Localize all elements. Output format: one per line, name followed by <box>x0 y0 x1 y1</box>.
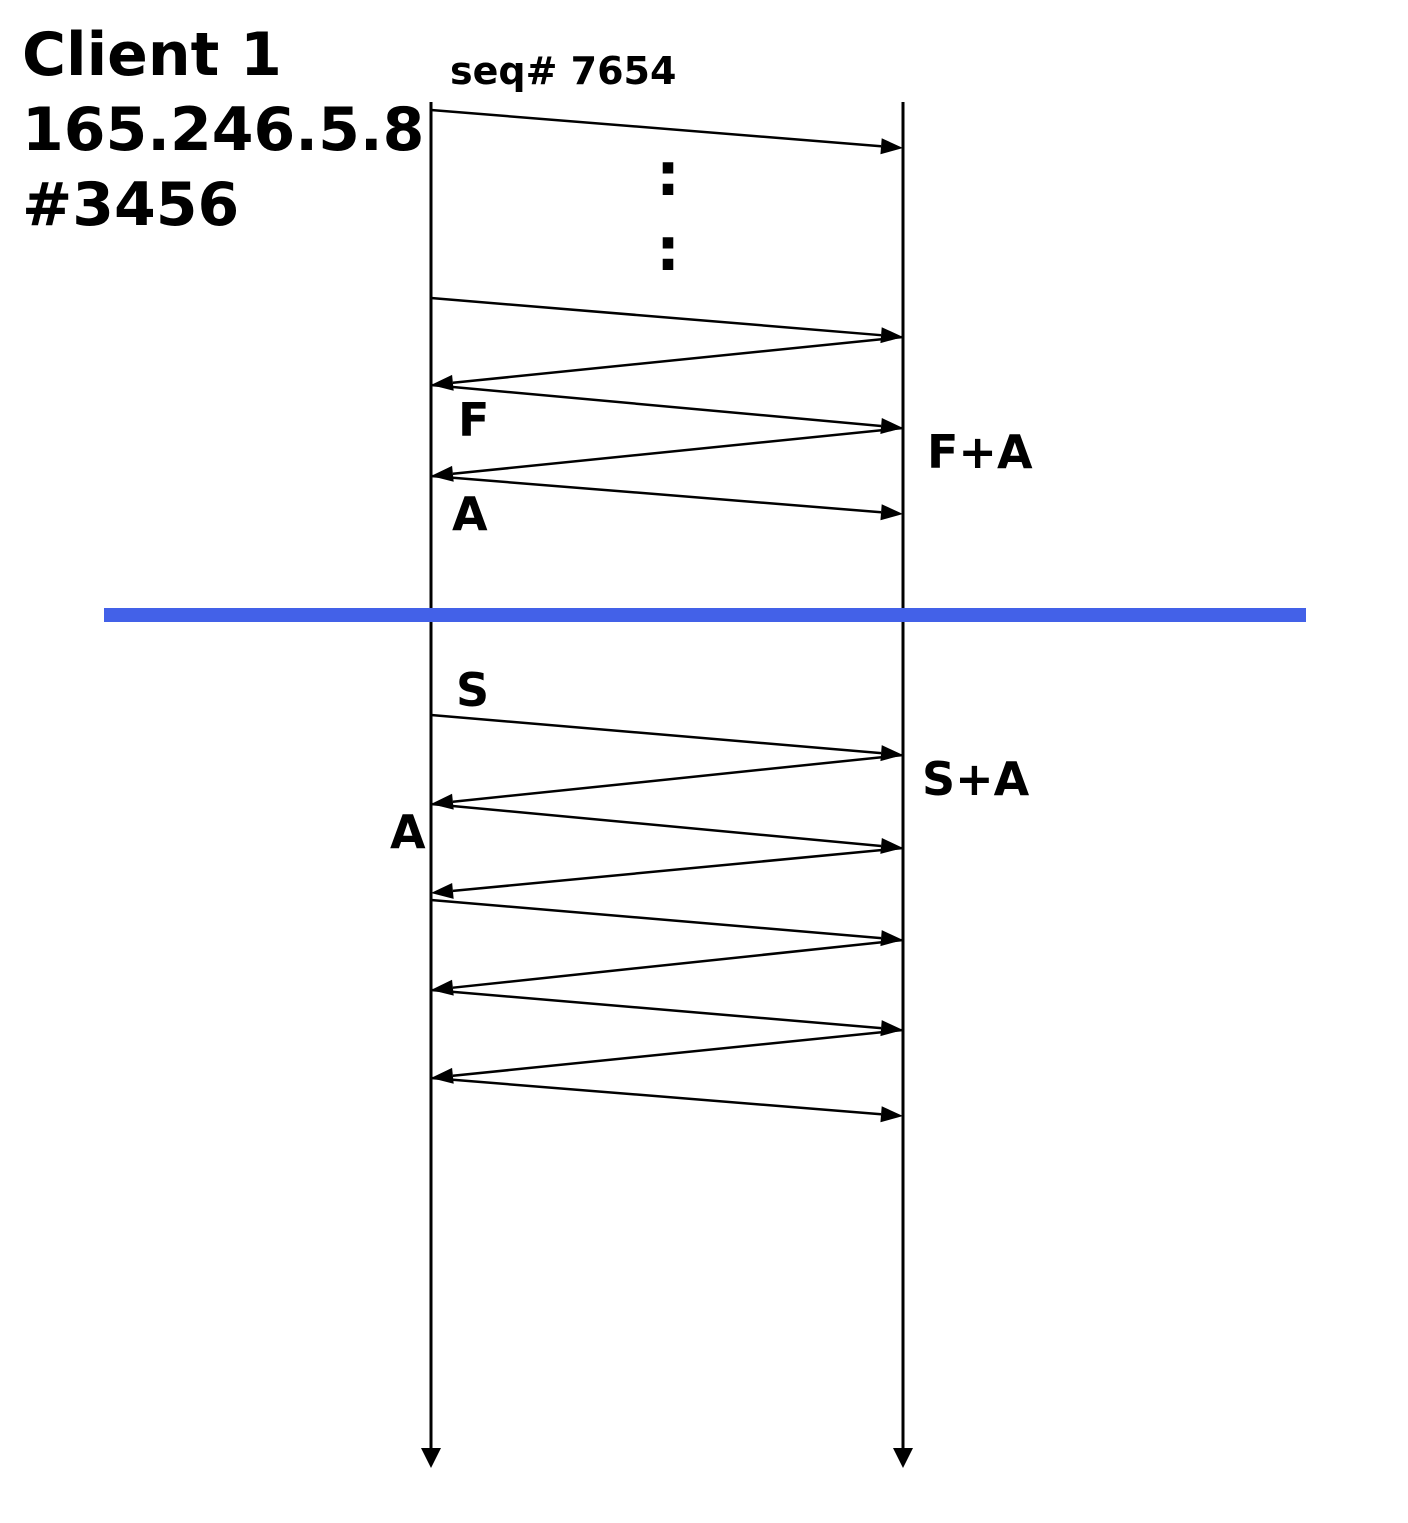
message-arrow <box>430 383 903 434</box>
label-ack-close: A <box>452 487 488 541</box>
arrowhead <box>431 374 454 391</box>
arrowhead <box>431 1067 454 1084</box>
ellipsis-dots-2: : <box>656 215 680 285</box>
message-arrow <box>431 753 904 810</box>
message-arrow <box>430 988 903 1037</box>
message-arrow <box>430 1076 903 1123</box>
message-arrow <box>431 335 904 391</box>
arrowhead <box>431 882 454 899</box>
arrowhead <box>880 837 903 854</box>
arrowhead <box>880 930 903 947</box>
seq-label: seq# 7654 <box>450 49 676 93</box>
label-syn: S <box>456 663 489 717</box>
label-ack-open: A <box>390 805 426 859</box>
arrowhead <box>880 1020 903 1037</box>
message-arrow <box>431 1028 904 1084</box>
message-arrows <box>430 108 904 1123</box>
message-arrow <box>430 898 903 947</box>
ellipsis-dots-1: : <box>656 140 680 210</box>
arrowhead <box>880 1106 903 1123</box>
message-arrow <box>430 474 903 521</box>
client-port: #3456 <box>22 170 239 240</box>
message-arrow <box>430 802 903 854</box>
server-timeline <box>893 102 913 1468</box>
arrowhead <box>431 793 454 810</box>
arrowhead <box>431 465 454 482</box>
label-fin: F <box>458 393 489 447</box>
arrowhead <box>880 138 903 155</box>
arrowhead <box>880 504 903 521</box>
message-arrow <box>430 108 903 155</box>
message-arrow <box>431 846 904 899</box>
message-arrow <box>431 938 904 996</box>
message-arrow <box>430 296 903 344</box>
client-name: Client 1 <box>22 20 282 90</box>
client-ip: 165.246.5.8 <box>22 95 424 165</box>
arrowhead <box>880 745 903 762</box>
label-syn-ack: S+A <box>922 752 1030 806</box>
arrowhead <box>880 418 903 434</box>
arrowhead <box>880 327 903 344</box>
message-arrow <box>431 426 904 482</box>
client-timeline <box>421 102 441 1468</box>
arrowhead <box>431 979 454 996</box>
label-fin-ack: F+A <box>927 425 1033 479</box>
message-arrow <box>430 713 903 762</box>
